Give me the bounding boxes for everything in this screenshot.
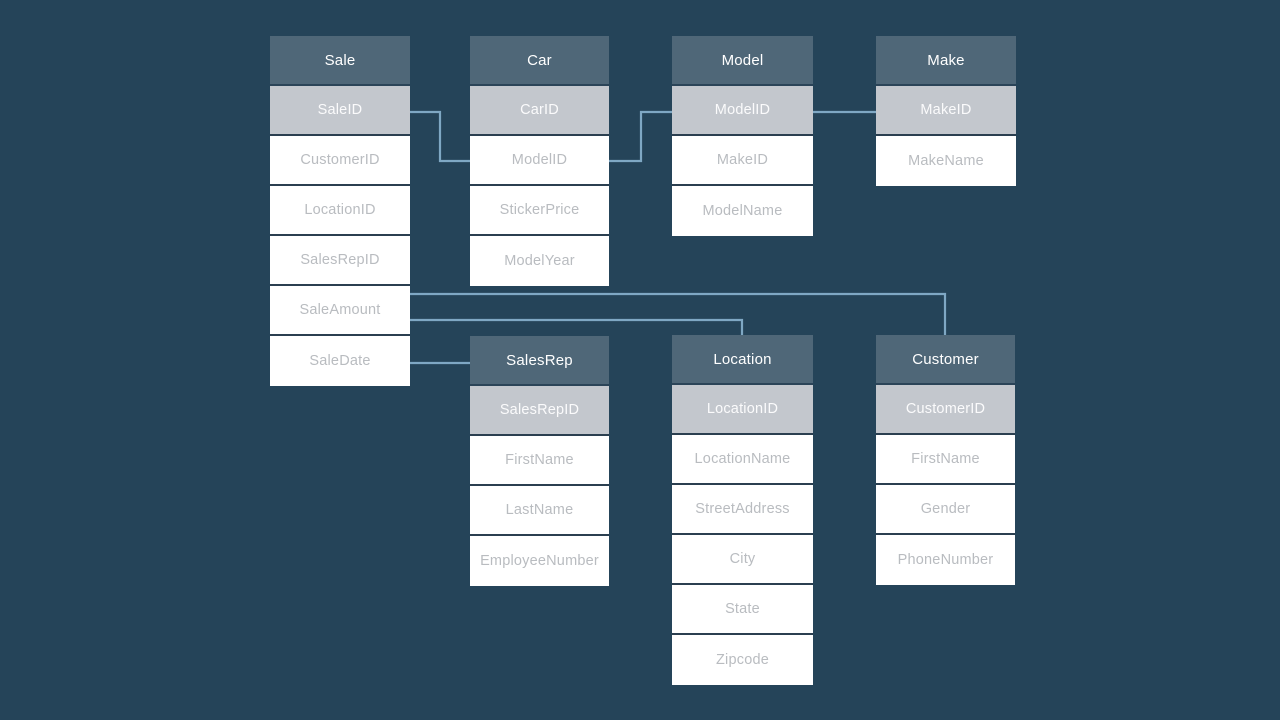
entity-title-car: Car: [470, 36, 609, 86]
field-salesrep-lastname[interactable]: LastName: [470, 486, 609, 536]
field-customer-phonenumber[interactable]: PhoneNumber: [876, 535, 1015, 585]
field-customer-gender[interactable]: Gender: [876, 485, 1015, 535]
field-salesrep-employeenumber[interactable]: EmployeeNumber: [470, 536, 609, 586]
field-location-locationid[interactable]: LocationID: [672, 385, 813, 435]
field-salesrep-salesrepid[interactable]: SalesRepID: [470, 386, 609, 436]
field-sale-saledate[interactable]: SaleDate: [270, 336, 410, 386]
field-sale-locationid[interactable]: LocationID: [270, 186, 410, 236]
entity-title-make: Make: [876, 36, 1016, 86]
field-car-modelyear[interactable]: ModelYear: [470, 236, 609, 286]
field-location-state[interactable]: State: [672, 585, 813, 635]
field-customer-firstname[interactable]: FirstName: [876, 435, 1015, 485]
field-location-streetaddress[interactable]: StreetAddress: [672, 485, 813, 535]
field-car-modelid[interactable]: ModelID: [470, 136, 609, 186]
relationship-sale-customerid-to-customer: [410, 292, 947, 335]
field-salesrep-firstname[interactable]: FirstName: [470, 436, 609, 486]
field-sale-saleid[interactable]: SaleID: [270, 86, 410, 136]
field-car-stickerprice[interactable]: StickerPrice: [470, 186, 609, 236]
field-sale-salesrepid[interactable]: SalesRepID: [270, 236, 410, 286]
field-location-city[interactable]: City: [672, 535, 813, 585]
field-model-makeid[interactable]: MakeID: [672, 136, 813, 186]
field-location-locationname[interactable]: LocationName: [672, 435, 813, 485]
relationship-car-modelid-to-sale-saleid: [410, 110, 470, 163]
relationship-car-modelid-to-model-modelid: [609, 110, 672, 163]
field-customer-customerid[interactable]: CustomerID: [876, 385, 1015, 435]
entity-title-location: Location: [672, 335, 813, 385]
field-sale-saleamount[interactable]: SaleAmount: [270, 286, 410, 336]
relationship-sale-locationid-to-location: [410, 318, 744, 335]
entity-title-sale: Sale: [270, 36, 410, 86]
field-location-zipcode[interactable]: Zipcode: [672, 635, 813, 685]
entity-title-model: Model: [672, 36, 813, 86]
field-model-modelname[interactable]: ModelName: [672, 186, 813, 236]
field-sale-customerid[interactable]: CustomerID: [270, 136, 410, 186]
field-model-modelid[interactable]: ModelID: [672, 86, 813, 136]
field-make-makeid[interactable]: MakeID: [876, 86, 1016, 136]
entity-title-customer: Customer: [876, 335, 1015, 385]
entity-title-salesrep: SalesRep: [470, 336, 609, 386]
field-make-makename[interactable]: MakeName: [876, 136, 1016, 186]
field-car-carid[interactable]: CarID: [470, 86, 609, 136]
